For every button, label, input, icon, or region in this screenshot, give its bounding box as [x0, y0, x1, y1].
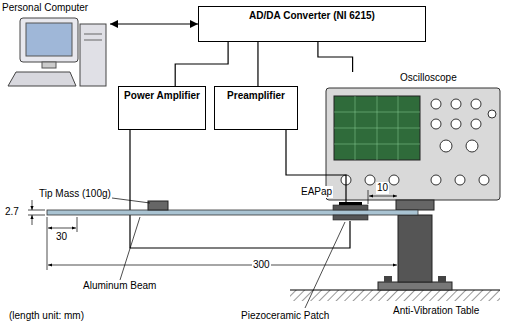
dimension-label: 10: [376, 182, 389, 194]
knob-group: [341, 99, 496, 185]
signal-wire: [318, 42, 353, 72]
node-label: AD/DA Converter (NI 6215): [203, 10, 421, 22]
monitor-screen: [26, 23, 72, 56]
knob: [431, 99, 441, 109]
knob: [471, 119, 481, 129]
ground-hatch: [290, 290, 500, 301]
knob: [471, 99, 481, 109]
knob: [488, 110, 496, 118]
knob: [455, 175, 465, 185]
oscilloscope-screen: [334, 96, 420, 160]
dimension-arrow: [32, 200, 33, 210]
knob: [466, 140, 478, 152]
extension-line: [28, 215, 45, 216]
extension-line: [28, 210, 45, 211]
screen-grid: [334, 96, 420, 160]
extension-line: [77, 217, 78, 232]
node-label: Personal Computer: [2, 2, 110, 14]
tip-mass: [148, 201, 168, 210]
part-label: Tip Mass (100g): [38, 188, 112, 200]
knob: [431, 175, 441, 185]
sensor-wire: [286, 130, 346, 202]
dimension-label: 300: [252, 259, 271, 271]
power-wire: [130, 130, 350, 248]
signal-wire: [175, 42, 228, 86]
clamp-pillar: [398, 215, 432, 282]
node-label: Preamplifier: [218, 90, 294, 102]
grid-line: [377, 96, 378, 160]
pc-tower: [80, 24, 106, 86]
node-label: Oscilloscope: [400, 72, 502, 84]
knob: [440, 140, 452, 152]
extension-line: [47, 217, 48, 270]
knob: [451, 99, 461, 109]
dimension-line: [48, 265, 397, 266]
grid-line: [398, 96, 399, 160]
grid-line: [355, 96, 356, 160]
knob: [365, 175, 375, 185]
oscilloscope-body: [326, 88, 500, 200]
oscilloscope-node: Oscilloscope: [322, 72, 502, 202]
aluminum-beam: [47, 210, 418, 215]
knob: [389, 175, 399, 185]
note-label: (length unit: mm): [8, 310, 85, 322]
dimension-arrow: [32, 215, 33, 225]
drive-slot: [84, 34, 102, 35]
bolt: [384, 276, 392, 282]
dimension-line: [369, 196, 397, 197]
knob: [451, 119, 461, 129]
amplifier-box: Power Amplifier: [118, 86, 206, 130]
keyboard: [8, 72, 76, 86]
leader-line: [112, 198, 150, 203]
converter-box: AD/DA Converter (NI 6215): [198, 6, 426, 42]
part-label: Piezoceramic Patch: [240, 310, 330, 322]
monitor-stand: [42, 62, 56, 68]
node-label: Power Amplifier: [122, 90, 202, 102]
computer-node: Personal Computer: [2, 2, 110, 92]
part-label: Anti-Vibration Table: [392, 305, 480, 317]
knob: [431, 119, 441, 129]
leader-line: [120, 217, 140, 280]
eapap-film: [339, 202, 362, 205]
bolt: [438, 276, 446, 282]
amplifier-box: Preamplifier: [214, 86, 298, 130]
part-label: EAPap: [300, 186, 333, 198]
monitor: [20, 18, 78, 62]
knob: [479, 175, 489, 185]
dimension-label: 30: [55, 231, 68, 243]
leader-line: [305, 222, 345, 308]
base-plate: [378, 282, 452, 290]
extension-line: [368, 190, 369, 204]
signal-wire: [110, 23, 198, 24]
part-label: Aluminum Beam: [82, 280, 157, 292]
drive-slot: [84, 40, 102, 41]
dimension-label: 2.7: [4, 206, 20, 218]
signal-wire: [257, 42, 258, 86]
clamp-top: [396, 200, 434, 210]
dimension-line: [48, 228, 76, 229]
piezo-patch: [333, 215, 368, 220]
piezo-patch: [333, 205, 368, 210]
